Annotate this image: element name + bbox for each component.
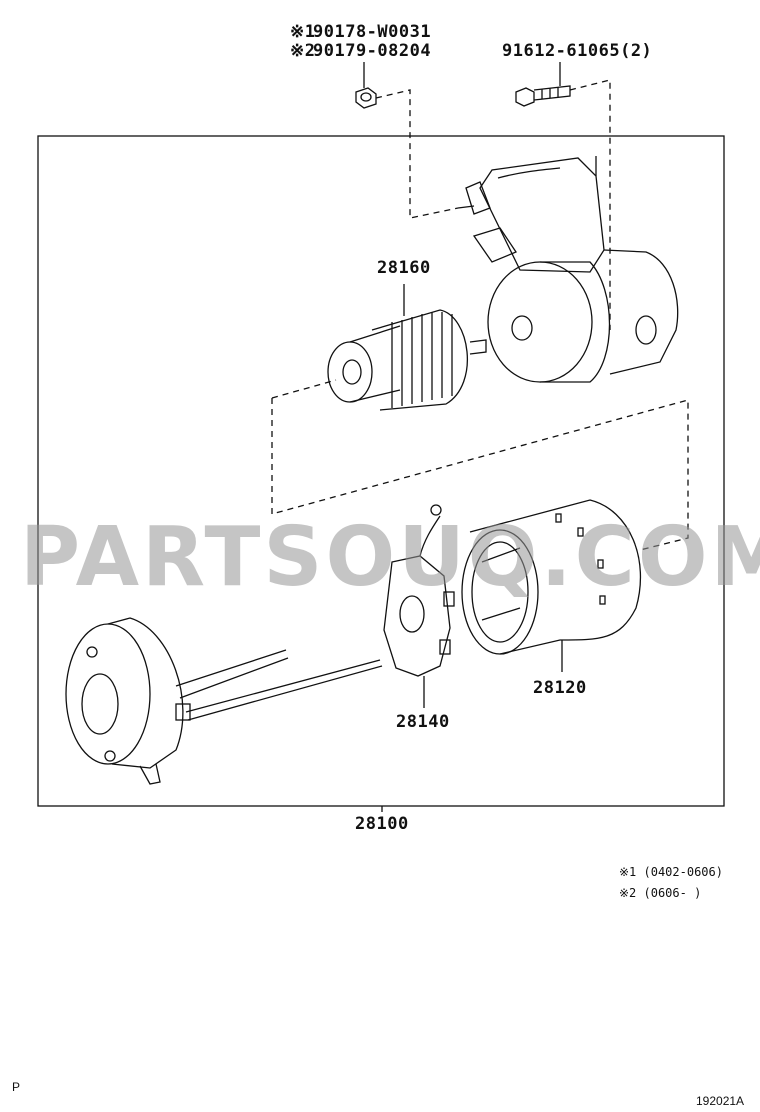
callout-nut-alt: 90179-08204 <box>313 41 432 61</box>
note-2: ※2 (0606- ) <box>619 886 702 900</box>
callout-28100: 28100 <box>355 814 409 834</box>
note-1: ※1 (0402-0606) <box>619 865 723 879</box>
brush-holder-28140 <box>383 504 455 677</box>
callout-28160: 28160 <box>377 258 431 278</box>
yoke-28120 <box>461 499 642 655</box>
mark-2: ※2 <box>290 41 316 61</box>
bolt-part <box>515 85 571 107</box>
callout-28140: 28140 <box>396 712 450 732</box>
nut-part <box>355 87 377 109</box>
callout-bolt: 91612-61065(2) <box>502 41 653 61</box>
mark-1: ※1 <box>290 22 316 42</box>
assembly-dash-lines <box>271 79 689 551</box>
starter-motor-body <box>457 156 679 383</box>
callout-28120: 28120 <box>533 678 587 698</box>
footer-right: 192021A <box>696 1094 745 1108</box>
callout-nut: 90178-W0031 <box>313 22 432 42</box>
assembly-frame <box>37 135 725 807</box>
drive-gear-28160 <box>327 309 487 411</box>
end-frame <box>65 617 383 785</box>
watermark: PARTSOUQ.COM <box>20 510 760 605</box>
footer-left: P <box>12 1080 21 1094</box>
